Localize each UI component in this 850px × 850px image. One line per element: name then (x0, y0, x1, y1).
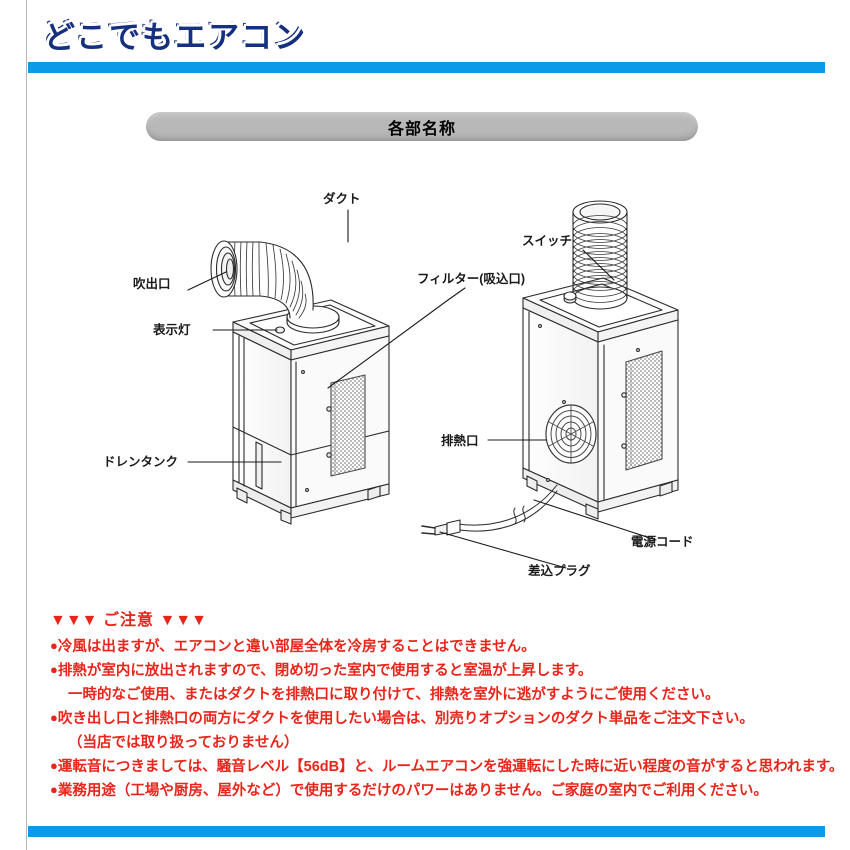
notice-triangles-left: ▼▼▼ (50, 612, 98, 629)
notice-item: ●業務用途（工場や厨房、屋外など）で使用するだけのパワーはありません。ご家庭の室… (50, 779, 830, 803)
footer-accent-bar (28, 826, 825, 837)
notice-bullet: ● (50, 758, 58, 774)
notice-item: 一時的なご使用、またはダクトを排熱口に取り付けて、排熱を室外に逃がすようにご使用… (50, 683, 830, 707)
label-filter-intake: フィルター(吸込口) (417, 271, 525, 286)
parts-diagram: ダクト 吹出口 表示灯 ドレンタンク フィルター(吸込口) スイッチ 排熱口 電… (28, 150, 825, 600)
diagram-labels: ダクト 吹出口 表示灯 ドレンタンク フィルター(吸込口) スイッチ 排熱口 電… (103, 191, 694, 578)
label-plug: 差込プラグ (527, 563, 591, 578)
notice-item: ●冷風は出ますが、エアコンと違い部屋全体を冷房することはできません。 (50, 635, 830, 659)
notice-item-text: 吹き出し口と排熱口の両方にダクトを使用したい場合は、別売りオプションのダクト単品… (57, 711, 754, 728)
label-exhaust-port: 排熱口 (441, 433, 479, 448)
notice-heading-text: ご注意 (102, 612, 154, 629)
header-accent-bar (28, 62, 825, 73)
right-unit-illustration (421, 200, 679, 536)
exhaust-grille (545, 404, 597, 464)
notice-item: ●吹き出し口と排熱口の両方にダクトを使用したい場合は、別売りオプションのダクト単… (50, 707, 830, 731)
notice-bullet: ● (50, 710, 58, 726)
label-drain-tank: ドレンタンク (103, 454, 178, 469)
section-banner: 各部名称 (146, 112, 698, 141)
notice-item-text: （当店では取り扱っておりません） (68, 735, 299, 752)
notice-bullet: ● (50, 782, 58, 798)
page-title: どこでもエアコン (44, 20, 308, 55)
notice-item-text: 運転音につきましては、騒音レベル【56dB】と、ルームエアコンを強運転にした時に… (57, 759, 844, 776)
notice-bullet: ● (50, 638, 58, 653)
notice-item-text: 一時的なご使用、またはダクトを排熱口に取り付けて、排熱を室外に逃がすようにご使用… (68, 687, 720, 704)
left-unit-illustration (210, 240, 390, 525)
page-left-rule (26, 0, 27, 850)
section-banner-label: 各部名称 (387, 120, 456, 138)
label-power-cord: 電源コード (631, 534, 694, 549)
notice-item-text: 業務用途（工場や厨房、屋外など）で使用するだけのパワーはありません。ご家庭の室内… (57, 783, 768, 800)
notice-item: （当店では取り扱っておりません） (50, 731, 830, 755)
label-air-outlet: 吹出口 (133, 276, 171, 291)
notice-triangles-right: ▼▼▼ (159, 612, 207, 629)
notice-item-text: 冷風は出ますが、エアコンと違い部屋全体を冷房することはできません。 (57, 639, 536, 655)
notice-bullet: ● (50, 662, 58, 678)
notice-item-text: 排熱が室内に放出されますので、閉め切った室内で使用すると室温が上昇します。 (57, 663, 593, 680)
notice-item: ●運転音につきましては、騒音レベル【56dB】と、ルームエアコンを強運転にした時… (50, 755, 843, 779)
notice-heading: ▼▼▼ ご注意 ▼▼▼ (50, 606, 830, 630)
label-duct: ダクト (323, 191, 361, 206)
label-switch: スイッチ (522, 234, 572, 248)
leader-lines (187, 209, 657, 569)
notice-item: ●排熱が室内に放出されますので、閉め切った室内で使用すると室温が上昇します。 (50, 659, 830, 683)
label-indicator-lamp: 表示灯 (152, 322, 191, 337)
notice-section: ▼▼▼ ご注意 ▼▼▼ ●冷風は出ますが、エアコンと違い部屋全体を冷房することは… (50, 606, 843, 803)
